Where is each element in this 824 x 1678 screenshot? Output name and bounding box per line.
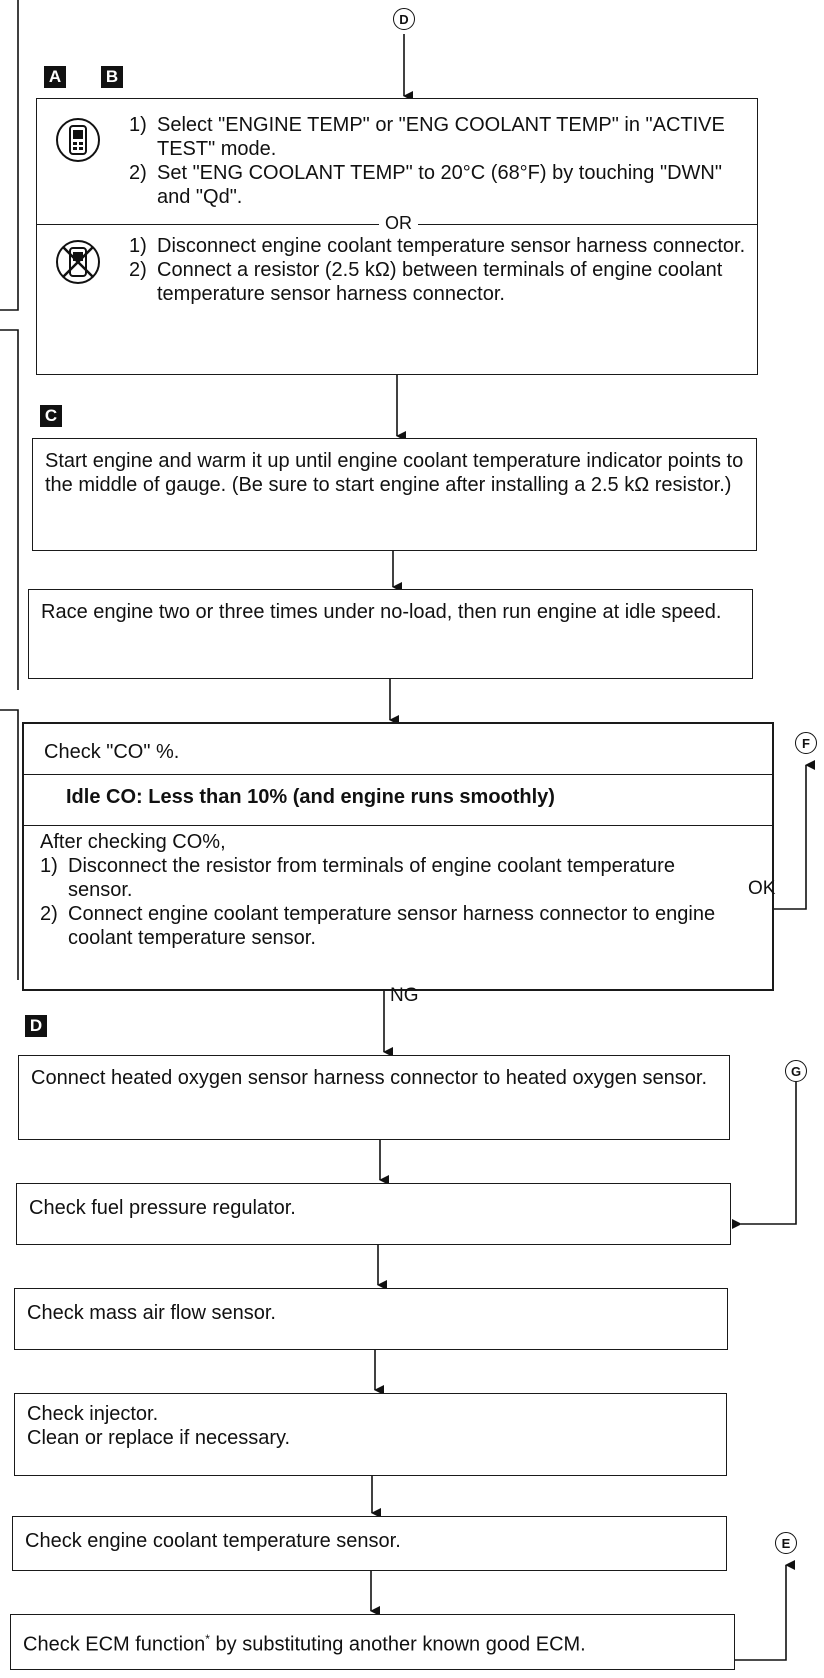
step-check-coolant-temp-sensor: Check engine coolant temperature sensor. xyxy=(12,1516,727,1571)
section-label-d: D xyxy=(25,1015,47,1037)
consult-instructions: 1)Select "ENGINE TEMP" or "ENG COOLANT T… xyxy=(129,113,749,209)
step-text: Check fuel pressure regulator. xyxy=(29,1197,296,1219)
consult-step-2: 2)Set "ENG COOLANT TEMP" to 20°C (68°F) … xyxy=(129,162,722,208)
step-text: Check ECM function* by substituting anot… xyxy=(23,1627,722,1657)
injector-line-1: Check injector. xyxy=(27,1403,159,1425)
arrow-ok-to-f xyxy=(774,760,815,910)
step-text: Check injector. Clean or replace if nece… xyxy=(27,1402,714,1450)
ecm-text: Check ECM function xyxy=(23,1633,206,1656)
edge-label-ng: NG xyxy=(390,985,419,1006)
manual-step-1: 1)Disconnect engine coolant temperature … xyxy=(129,235,746,257)
arrow-g-to-step6 xyxy=(732,1082,797,1229)
step-check-fuel-pressure-regulator: Check fuel pressure regulator. xyxy=(16,1183,731,1245)
step-warm-up-engine: Start engine and warm it up until engine… xyxy=(32,438,757,551)
step-text: Connect heated oxygen sensor harness con… xyxy=(31,1067,708,1089)
arrow-step10-to-e xyxy=(735,1560,795,1661)
after-checking-label: After checking CO%, xyxy=(40,831,226,853)
ecm-text-rest: by substituting another known good ECM. xyxy=(209,1633,586,1656)
footnote-mark: * xyxy=(205,1632,210,1646)
left-edge-fragment xyxy=(0,0,19,311)
co-header: Check "CO" %. xyxy=(44,741,180,763)
section-label-b: B xyxy=(101,66,123,88)
step-race-engine: Race engine two or three times under no-… xyxy=(28,589,753,679)
left-edge-fragment xyxy=(0,709,19,980)
connector-d-top: D xyxy=(393,8,415,30)
consult-step-1: 1)Select "ENGINE TEMP" or "ENG COOLANT T… xyxy=(129,114,725,160)
section-label-a: A xyxy=(44,66,66,88)
step-check-ecm-function: Check ECM function* by substituting anot… xyxy=(10,1614,735,1670)
step-text: Race engine two or three times under no-… xyxy=(41,601,722,623)
idle-co-spec: Idle CO: Less than 10% (and engine runs … xyxy=(66,786,555,808)
injector-line-2: Clean or replace if necessary. xyxy=(27,1427,291,1449)
connector-e: E xyxy=(775,1532,797,1554)
co-header-divider xyxy=(24,774,772,775)
left-edge-fragment xyxy=(0,329,19,690)
edge-label-ok: OK xyxy=(748,878,776,899)
connector-g: G xyxy=(785,1060,807,1082)
step-check-mass-air-flow-sensor: Check mass air flow sensor. xyxy=(14,1288,728,1350)
connector-f: F xyxy=(795,732,817,754)
followup-step-2: 2)Connect engine coolant temperature sen… xyxy=(40,903,716,949)
step-connect-oxygen-sensor: Connect heated oxygen sensor harness con… xyxy=(18,1055,730,1140)
step-check-co: Check "CO" %. Idle CO: Less than 10% (an… xyxy=(22,722,774,991)
step-select-active-test: 1)Select "ENGINE TEMP" or "ENG COOLANT T… xyxy=(36,98,758,375)
step-text: Start engine and warm it up until engine… xyxy=(45,450,744,496)
section-label-c: C xyxy=(40,405,62,427)
co-spec-divider xyxy=(24,825,772,826)
followup-step-1: 1)Disconnect the resistor from terminals… xyxy=(40,855,675,901)
step-text: Check mass air flow sensor. xyxy=(27,1302,276,1324)
step-text: Check engine coolant temperature sensor. xyxy=(25,1530,401,1552)
consult-tester-icon xyxy=(55,117,101,169)
no-tester-icon xyxy=(55,239,101,291)
manual-instructions: 1)Disconnect engine coolant temperature … xyxy=(129,234,751,306)
co-followup-steps: 1)Disconnect the resistor from terminals… xyxy=(40,854,740,950)
step-check-injector: Check injector. Clean or replace if nece… xyxy=(14,1393,727,1476)
or-label: OR xyxy=(379,212,418,234)
manual-step-2: 2)Connect a resistor (2.5 kΩ) between te… xyxy=(129,259,723,305)
